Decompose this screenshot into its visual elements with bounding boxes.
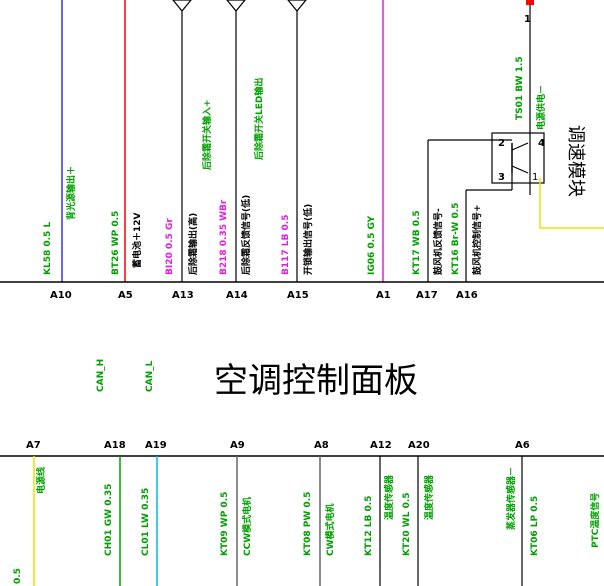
bottom-wire-labels: 0.5 电源线 CH01 GW 0.35 CL01 LW 0.35 KT09 W… [13, 467, 601, 584]
wire-label-code: CH01 GW 0.35 [104, 484, 114, 556]
wire-label-code: 0.5 [13, 568, 23, 584]
bottom-pin-labels: A7 A18 A19 A9 A8 A12 A20 A6 [26, 440, 530, 451]
pin-label: A5 [118, 290, 133, 301]
top-wire-labels: KL58 0.5 L 背光源输出＋ BT26 WP 0.5 蓄电池＋12V BI… [43, 56, 547, 275]
wire-label-desc: CW模式电机 [324, 503, 336, 556]
wire-label-desc: 温度传感器 [383, 474, 395, 520]
wire-label-desc: 电源供电－ [535, 85, 547, 130]
wire-label-desc: 温度传感器 [423, 474, 435, 520]
pin-label: A17 [416, 290, 438, 301]
pin-label: A8 [314, 440, 329, 451]
pin-label: A10 [50, 290, 72, 301]
module-pin-3: 3 [498, 172, 505, 183]
transistor-emitter-icon [511, 142, 529, 151]
wire-label-desc: 后除霜输出(高) [187, 213, 199, 275]
can-h-label: CAN_H [96, 359, 106, 392]
wire-label-code: BT26 WP 0.5 [111, 211, 121, 275]
panel-title: 空调控制面板 [214, 361, 418, 401]
pin-label: A15 [287, 290, 309, 301]
wire-label-desc: PTC温度信号 [589, 493, 601, 548]
wire-label-code: KT16 Br-W 0.5 [451, 203, 461, 275]
wire-label-code: TS01 BW 1.5 [515, 56, 525, 120]
module-pin-4: 4 [538, 138, 545, 149]
wire-label-code: KT17 WB 0.5 [412, 210, 422, 275]
pin-label: A20 [408, 440, 430, 451]
pin-label: A19 [145, 440, 167, 451]
wire-label-desc: CCW模式电机 [241, 497, 253, 556]
pin-label: A12 [370, 440, 392, 451]
wire-label-desc: 开锁输出信号(低) [302, 204, 314, 275]
pin-label: A16 [456, 290, 478, 301]
pin-label: A13 [172, 290, 194, 301]
pin-label: A6 [515, 440, 530, 451]
pin-label: A9 [230, 440, 245, 451]
wire-label-code: B218 0.35 WBr [219, 199, 229, 275]
wire-label-desc: 电源线 [35, 467, 47, 494]
module-box [491, 132, 545, 184]
module-pin-1-right: 1 [532, 172, 538, 183]
wire-label-code: KT12 LB 0.5 [364, 496, 374, 556]
module-pin-1: 1 [524, 14, 531, 25]
arrow-down-icon [172, 0, 192, 12]
wire-label-code: B117 LB 0.5 [281, 215, 291, 275]
top-pin-labels: A10 A5 A13 A14 A15 A1 A17 A16 [50, 290, 478, 301]
wire-label-code: IG06 0.5 GY [367, 215, 377, 275]
wire-label-code: KT06 LP 0.5 [530, 496, 540, 556]
wire-label-code: KT08 PW 0.5 [303, 492, 313, 556]
transistor-collector-icon [511, 165, 529, 174]
can-l-label: CAN_L [145, 360, 155, 392]
wire-label-desc: 后除霜反馈信号(低) [240, 195, 252, 275]
wire-label-desc2: 后除霜开关LED输出 [253, 78, 265, 160]
pin-label: A14 [226, 290, 248, 301]
pin-label: A7 [26, 440, 41, 451]
bottom-top-labels: CAN_H CAN_L [96, 359, 155, 392]
wire-label-desc: 鼓风机控制信号+ [471, 204, 483, 275]
top-wire-lines [61, 0, 467, 282]
module-fuse-icon [526, 0, 534, 5]
wire-label-code: BI20 0.5 Gr [165, 218, 175, 275]
wire-label-desc2: 后除霜开关输入+ [201, 99, 213, 170]
wire-label-desc: 背光源输出＋ [65, 166, 77, 220]
module-pin-2: 2 [498, 138, 505, 149]
wire-label-desc: 蒸发器传感器－ [505, 467, 517, 530]
wire-label-desc: 鼓风机反馈信号- [432, 208, 444, 275]
wire-arrow-icons [172, 0, 307, 12]
arrow-down-icon [287, 0, 307, 12]
wire-label-code: CL01 LW 0.35 [141, 488, 151, 556]
pin-label: A1 [376, 290, 391, 301]
wire-label-code: KT20 WL 0.5 [402, 492, 412, 556]
wire-label-code: KL58 0.5 L [43, 222, 53, 275]
arrow-down-icon [226, 0, 246, 12]
pin-label: A18 [104, 440, 126, 451]
module-label: 调速模块 [565, 125, 586, 197]
speed-control-module: 1 2 3 4 1 调速模块 [428, 0, 604, 229]
wire-label-desc: 蓄电池＋12V [131, 212, 143, 268]
wire-label-code: KT09 WP 0.5 [220, 492, 230, 556]
bottom-wire-lines [33, 456, 523, 586]
